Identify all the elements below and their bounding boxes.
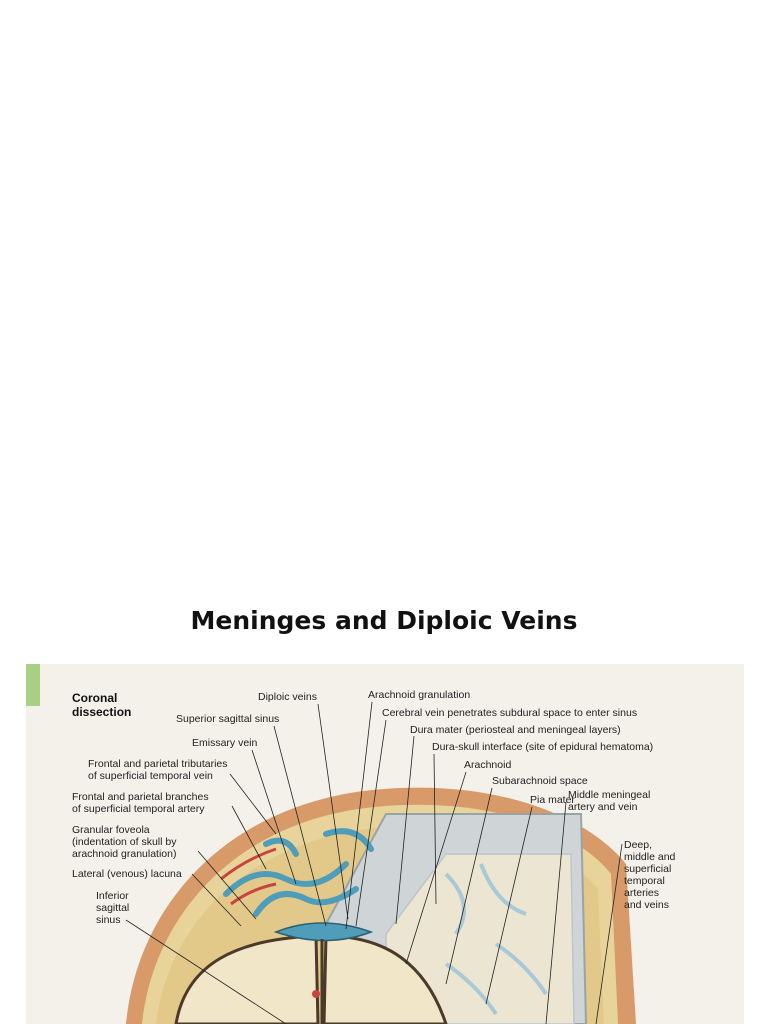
label-deep-line6: and veins <box>624 899 669 911</box>
label-deep-line2: middle and <box>624 851 676 863</box>
label-deep-line1: Deep, <box>624 839 652 851</box>
label-diploic-veins: Diploic veins <box>258 691 317 703</box>
figure-heading-line1: Coronal <box>72 691 117 705</box>
label-deep-line3: superficial <box>624 863 671 875</box>
label-arachnoid: Arachnoid <box>464 759 511 771</box>
label-frontal-branches-line1: Frontal and parietal branches <box>72 791 209 803</box>
label-cerebral-vein: Cerebral vein penetrates subdural space … <box>382 707 637 719</box>
label-arachnoid-granulation: Arachnoid granulation <box>368 689 470 701</box>
label-granular-foveola-line2: (indentation of skull by <box>72 836 177 848</box>
label-inferior-sagittal-sinus-line3: sinus <box>96 914 121 926</box>
label-frontal-tributaries-line2: of superficial temporal vein <box>88 770 213 782</box>
superior-sagittal-sinus-shape <box>273 922 374 942</box>
label-deep-line5: arteries <box>624 887 659 899</box>
label-dura-mater: Dura mater (periosteal and meningeal lay… <box>410 724 621 736</box>
superficial-temporal-artery-branches <box>220 847 277 906</box>
label-emissary-vein: Emissary vein <box>192 737 258 749</box>
label-inferior-sagittal-sinus-line2: sagittal <box>96 902 129 914</box>
label-dura-skull-interface: Dura-skull interface (site of epidural h… <box>432 741 653 753</box>
section-tab-marker <box>26 664 40 706</box>
label-lateral-lacuna: Lateral (venous) lacuna <box>72 868 182 880</box>
label-pia-mater: Pia mater <box>530 794 575 806</box>
label-superior-sagittal-sinus: Superior sagittal sinus <box>176 713 279 725</box>
coronal-dissection-illustration: Coronal dissection Diploic veins Arachno… <box>72 689 676 1024</box>
label-granular-foveola-line1: Granular foveola <box>72 824 150 836</box>
figure-heading-line2: dissection <box>72 705 131 719</box>
label-inferior-sagittal-sinus-line1: Inferior <box>96 890 129 902</box>
arachnoid-trabeculae <box>444 863 548 1016</box>
diploic-vein-network <box>223 828 374 917</box>
label-granular-foveola-line3: arachnoid granulation) <box>72 848 177 860</box>
leader-lines <box>125 701 623 1024</box>
label-subarachnoid-space: Subarachnoid space <box>492 775 588 787</box>
label-frontal-tributaries-line1: Frontal and parietal tributaries <box>88 758 228 770</box>
anatomy-figure: Coronal dissection Diploic veins Arachno… <box>26 664 744 1024</box>
label-middle-meningeal-line2: artery and vein <box>568 801 638 813</box>
label-middle-meningeal-line1: Middle meningeal <box>568 789 650 801</box>
label-frontal-branches-line2: of superficial temporal artery <box>72 803 205 815</box>
granulation-marker <box>312 990 320 998</box>
slide-title: Meninges and Diploic Veins <box>190 606 578 635</box>
label-deep-line4: temporal <box>624 875 665 887</box>
